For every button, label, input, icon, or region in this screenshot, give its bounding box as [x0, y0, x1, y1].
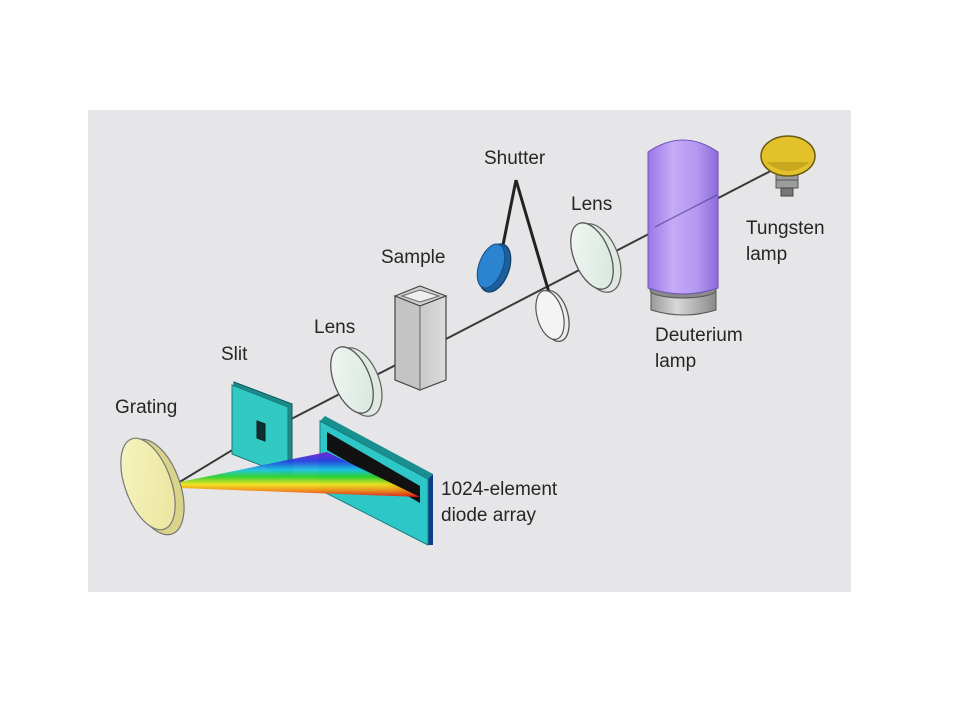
slit-label: Slit — [221, 344, 248, 365]
grating-label: Grating — [115, 397, 177, 418]
lens-left-label: Lens — [314, 317, 355, 338]
diagram-panel — [88, 110, 851, 592]
shutter — [476, 179, 570, 343]
lens-left — [330, 346, 383, 417]
diode-array-label-line2: diode array — [441, 505, 537, 526]
shutter-label: Shutter — [484, 148, 546, 169]
sample-label: Sample — [381, 247, 445, 268]
tungsten-lamp-label-line1: Tungsten — [746, 218, 825, 239]
grating — [120, 437, 185, 536]
deuterium-lamp-label-line2: lamp — [655, 351, 696, 372]
deuterium-lamp — [647, 139, 719, 316]
sample-cuvette — [393, 285, 448, 391]
deuterium-lamp-label-line1: Deuterium — [655, 325, 743, 346]
slit-plate — [231, 381, 293, 477]
lens-right — [570, 222, 622, 293]
tungsten-lamp-label-line2: lamp — [746, 244, 787, 265]
lens-right-label: Lens — [571, 194, 612, 215]
diode-array-label-line1: 1024-element — [441, 479, 558, 500]
tungsten-lamp — [760, 135, 816, 197]
dispersed-spectrum — [180, 452, 420, 497]
